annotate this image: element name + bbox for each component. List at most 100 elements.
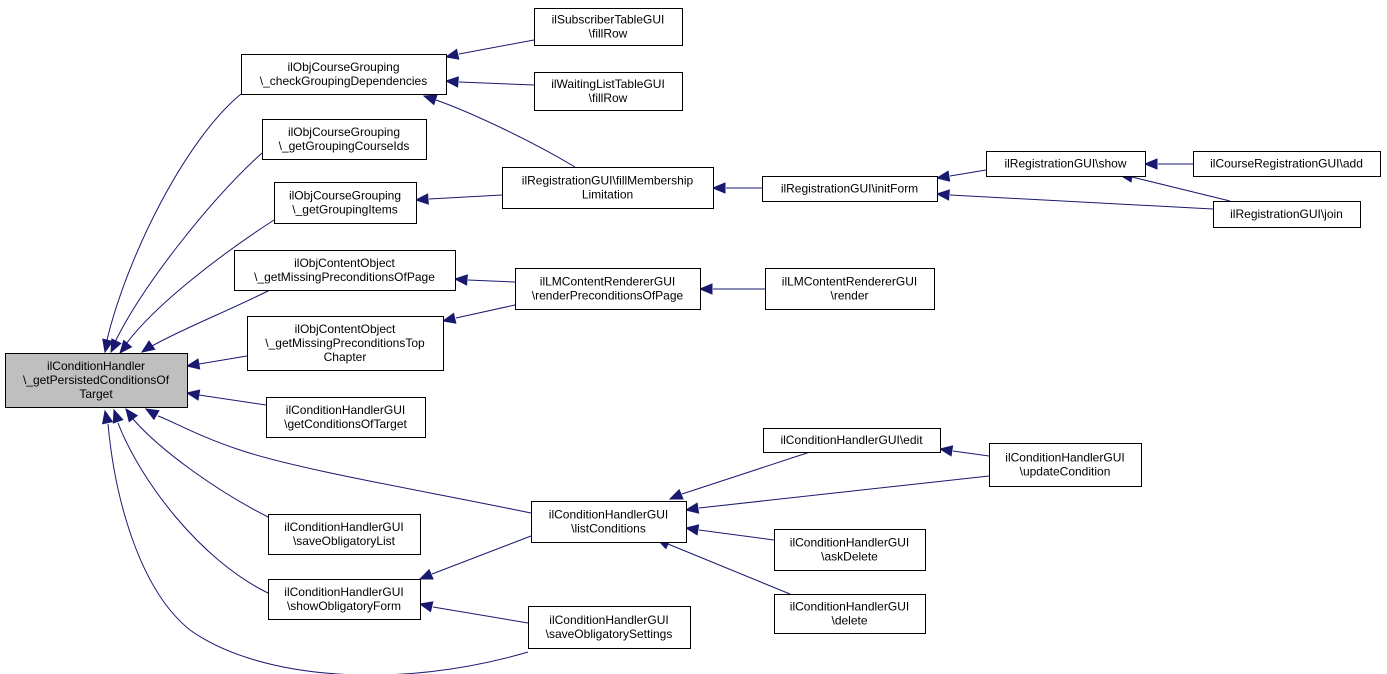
edge-line [949, 169, 987, 177]
arrowhead-icon [698, 283, 713, 295]
node-box [986, 151, 1146, 177]
node-label-line: \_getMissingPreconditionsOfPage [254, 270, 435, 284]
arrowhead-icon [418, 601, 434, 613]
arrowhead-icon [684, 524, 700, 536]
node-label-line: \updateCondition [1020, 465, 1111, 479]
arrowhead-icon [422, 94, 438, 106]
node-box [502, 167, 714, 209]
edge-line [117, 422, 269, 594]
node-label-line: ilRegistrationGUI\show [1004, 157, 1126, 171]
node-getConditionsOfTarget[interactable]: ilConditionHandlerGUI\getConditionsOfTar… [266, 397, 426, 438]
node-label-line: \fillRow [589, 91, 628, 105]
node-subscriberFillRow[interactable]: ilSubscriberTableGUI\fillRow [534, 8, 683, 46]
node-initForm[interactable]: ilRegistrationGUI\initForm [762, 176, 938, 202]
edge-edit-to-listConditions [668, 451, 811, 500]
arrowhead-icon [444, 48, 460, 60]
node-waitingFillRow[interactable]: ilWaitingListTableGUI\fillRow [534, 72, 683, 111]
edge-line [698, 529, 775, 541]
edge-line [949, 194, 1214, 210]
node-label-line: \delete [831, 614, 867, 628]
node-checkGroupingDependencies[interactable]: ilObjCourseGrouping\_checkGroupingDepend… [241, 54, 447, 95]
node-label-line: ilConditionHandlerGUI [790, 536, 909, 550]
node-box [234, 250, 456, 291]
edge-line [458, 39, 535, 55]
edge-fillMembershipLimitation-to-getGroupingItems [414, 193, 503, 205]
node-label-line: ilRegistrationGUI\fillMembership [522, 174, 694, 188]
arrowhead-icon [668, 488, 684, 500]
node-label-line: \_getGroupingCourseIds [279, 139, 410, 153]
edge-line [681, 451, 811, 495]
node-label-line: \render [830, 289, 868, 303]
arrowhead-icon [140, 340, 156, 353]
edge-initForm-to-fillMembershipLimitation [711, 182, 762, 194]
edge-lmRender-to-renderPreconditionsOfPage [698, 283, 765, 295]
node-box [762, 176, 938, 202]
arrowhead-icon [119, 339, 133, 355]
node-box [247, 316, 444, 371]
node-box [266, 397, 426, 438]
node-courseRegAdd[interactable]: ilCourseRegistrationGUI\add [1193, 151, 1381, 177]
edge-fillMembershipLimitation-to-checkGroupingDependencies [422, 94, 576, 168]
node-box [534, 72, 683, 111]
edge-updateCondition-to-listConditions [684, 475, 990, 514]
edge-regShow-to-initForm [935, 169, 987, 182]
edge-line [458, 81, 535, 86]
node-saveObligatoryList[interactable]: ilConditionHandlerGUI\saveObligatoryList [268, 514, 421, 555]
node-askDelete[interactable]: ilConditionHandlerGUI\askDelete [774, 529, 926, 571]
node-getGroupingCourseIds[interactable]: ilObjCourseGrouping\_getGroupingCourseId… [262, 119, 427, 160]
node-showObligatoryForm[interactable]: ilConditionHandlerGUI\showObligatoryForm [268, 579, 421, 620]
edge-listConditions-to-showObligatoryForm [418, 535, 532, 580]
node-renderPreconditionsOfPage[interactable]: ilLMContentRendererGUI\renderPreconditio… [515, 268, 701, 310]
node-box [989, 443, 1142, 487]
arrowhead-icon [185, 389, 201, 401]
node-getMissingPreconditionsOfPage[interactable]: ilObjContentObject\_getMissingPreconditi… [234, 250, 456, 291]
arrowhead-icon [938, 445, 954, 457]
arrowhead-icon [185, 358, 201, 370]
node-regShow[interactable]: ilRegistrationGUI\show [986, 151, 1146, 177]
edge-line [125, 219, 275, 345]
node-getGroupingItems[interactable]: ilObjCourseGrouping\_getGroupingItems [274, 182, 417, 224]
edge-subscriberFillRow-to-checkGroupingDependencies [444, 39, 535, 60]
node-label-line: \_getMissingPreconditionsTop [265, 336, 425, 350]
node-label-line: \_getGroupingItems [292, 203, 397, 217]
node-lmRender[interactable]: ilLMContentRendererGUI\render [765, 268, 935, 310]
edge-getMissingPreconditionsOfPage-to-root [140, 289, 271, 353]
node-regJoin[interactable]: ilRegistrationGUI\join [1213, 201, 1361, 228]
node-label-line: ilLMContentRendererGUI [540, 275, 675, 289]
node-label-line: ilConditionHandlerGUI [790, 600, 909, 614]
node-updateCondition[interactable]: ilConditionHandlerGUI\updateCondition [989, 443, 1142, 487]
node-label-line: Limitation [582, 188, 633, 202]
node-label-line: ilConditionHandlerGUI [286, 403, 405, 417]
node-saveObligatorySettings[interactable]: ilConditionHandlerGUI\saveObligatorySett… [528, 606, 691, 649]
edge-getGroupingCourseIds-to-root [110, 152, 263, 354]
edge-line [467, 279, 516, 283]
edge-line [132, 418, 269, 518]
node-root[interactable]: ilConditionHandler\_getPersistedConditio… [5, 353, 188, 408]
node-label-line: \getConditionsOfTarget [284, 417, 407, 431]
node-delete[interactable]: ilConditionHandlerGUI\delete [774, 594, 926, 634]
node-listConditions[interactable]: ilConditionHandlerGUI\listConditions [531, 501, 687, 543]
node-edit[interactable]: ilConditionHandlerGUI\edit [763, 428, 941, 453]
edge-showObligatoryForm-to-root [112, 408, 269, 594]
node-label-line: Target [79, 387, 113, 401]
node-box [765, 268, 935, 310]
node-getMissingPreconditionsTopChapter[interactable]: ilObjContentObject\_getMissingPreconditi… [247, 316, 444, 371]
edge-renderPreconditionsOfPage-to-getMissingPreconditionsTopChapter [441, 304, 516, 324]
node-label-line: ilRegistrationGUI\join [1230, 207, 1343, 221]
nodes-layer: ilConditionHandler\_getPersistedConditio… [5, 8, 1381, 649]
node-label-line: \_checkGroupingDependencies [260, 74, 427, 88]
node-label-line: \showObligatoryForm [287, 599, 401, 613]
arrowhead-icon [711, 182, 726, 194]
node-label-line: ilConditionHandlerGUI [284, 585, 403, 599]
edge-listConditions-to-root [144, 408, 532, 514]
edge-courseRegAdd-to-regShow [1143, 158, 1193, 170]
node-label-line: ilSubscriberTableGUI [552, 13, 665, 27]
node-label-line: \saveObligatorySettings [546, 627, 673, 641]
node-label-line: \saveObligatoryList [293, 534, 396, 548]
edge-line [198, 355, 248, 365]
node-box [534, 8, 683, 46]
node-fillMembershipLimitation[interactable]: ilRegistrationGUI\fillMembershipLimitati… [502, 167, 714, 209]
edge-regJoin-to-initForm [935, 189, 1214, 210]
node-label-line: ilLMContentRendererGUI [782, 275, 917, 289]
